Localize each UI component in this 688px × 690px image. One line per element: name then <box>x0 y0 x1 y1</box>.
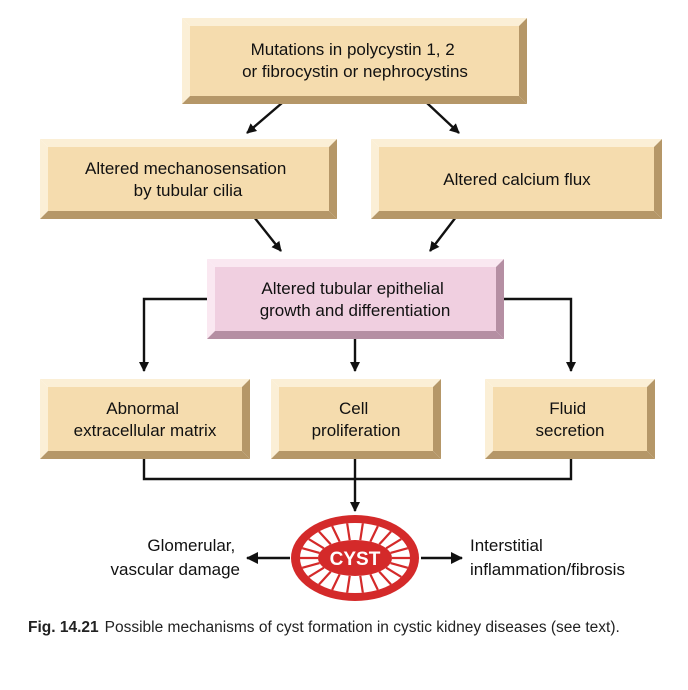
cyst-cell-segment <box>385 538 402 550</box>
box-secretion-line-2: secretion <box>536 421 605 440</box>
cyst-cell-segment <box>369 525 379 543</box>
box-matrix-line-1: Abnormal <box>106 399 179 418</box>
cyst-cell-segment <box>331 525 341 543</box>
figure-caption: Fig. 14.21 Possible mechanisms of cyst fo… <box>28 617 668 639</box>
box-calcium: Altered calcium flux <box>371 139 662 219</box>
box-secretion-text: Fluid secretion <box>536 399 605 440</box>
arrow-epithelial-to-secretion <box>498 297 576 372</box>
arrow-mutations-to-calcium <box>426 102 460 134</box>
cyst-cell-segment <box>346 575 351 593</box>
box-epithelial: Altered tubular epithelial growth and di… <box>207 259 504 339</box>
cyst-cell-ring <box>300 523 410 593</box>
outcome-right: Interstitial inflammation/fibrosis <box>470 536 625 579</box>
arrow-calcium-to-epithelial <box>429 216 457 252</box>
outcome-right-line-2: inflammation/fibrosis <box>470 560 625 579</box>
box-mutations: Mutations in polycystin 1, 2 or fibrocys… <box>182 18 527 104</box>
converge-line <box>142 459 573 481</box>
box-matrix-line-2: extracellular matrix <box>74 421 217 440</box>
cyst-cell-segment <box>369 573 379 591</box>
cyst-cell-segment <box>331 573 341 591</box>
cyst-cell-segment <box>378 530 392 546</box>
box-proliferation: Cell proliferation <box>271 379 441 459</box>
cyst-cell-segment <box>378 570 392 586</box>
box-mutations-line-1: Mutations in polycystin 1, 2 <box>251 40 455 59</box>
box-secretion: Fluid secretion <box>485 379 655 459</box>
cyst-cell-segment <box>301 547 320 554</box>
box-mutations-line-2: or fibrocystin or nephrocystins <box>242 62 468 81</box>
box-matrix: Abnormal extracellular matrix <box>40 379 250 459</box>
box-calcium-text: Altered calcium flux <box>443 170 591 189</box>
cyst-cell-segment <box>385 566 402 578</box>
cyst-label: CYST <box>330 549 381 570</box>
cyst-cell-segment <box>346 523 351 541</box>
cyst-cell-segment <box>308 538 325 550</box>
box-mechanosensation: Altered mechanosensation by tubular cili… <box>40 139 337 219</box>
box-calcium-line-1: Altered calcium flux <box>443 170 591 189</box>
figure-label: Fig. 14.21 <box>28 619 99 636</box>
box-proliferation-text: Cell proliferation <box>312 399 401 440</box>
figure-caption-text: Possible mechanisms of cyst formation in… <box>104 619 620 636</box>
cyst-cell-segment <box>308 566 325 578</box>
cyst-cell-segment <box>301 562 320 569</box>
box-proliferation-line-1: Cell <box>339 399 368 418</box>
cyst-icon: CYST <box>291 515 419 601</box>
box-mechanosensation-line-1: Altered mechanosensation <box>85 159 286 178</box>
box-epithelial-text: Altered tubular epithelial growth and di… <box>260 279 451 320</box>
arrow-mutations-to-mechanosensation <box>246 102 283 134</box>
box-secretion-line-1: Fluid <box>549 399 586 418</box>
arrow-epithelial-to-matrix <box>139 297 207 372</box>
box-epithelial-line-2: growth and differentiation <box>260 301 451 320</box>
cyst-cell-segment <box>390 562 409 569</box>
cyst-cell-segment <box>390 547 409 554</box>
arrow-mechanosensation-to-epithelial <box>253 216 282 252</box>
cyst-cell-segment <box>318 530 332 546</box>
outcome-left-line-1: Glomerular, <box>147 536 235 555</box>
cyst-cell-segment <box>359 523 364 541</box>
cyst-cell-segment <box>359 575 364 593</box>
connectors <box>139 102 576 564</box>
cyst-mechanism-diagram: Mutations in polycystin 1, 2 or fibrocys… <box>40 18 662 601</box>
outcome-left-line-2: vascular damage <box>111 560 240 579</box>
cyst-cell-segment <box>318 570 332 586</box>
box-mutations-text: Mutations in polycystin 1, 2 or fibrocys… <box>242 40 468 81</box>
box-mechanosensation-text: Altered mechanosensation by tubular cili… <box>85 159 291 200</box>
outcome-left: Glomerular, vascular damage <box>111 536 240 579</box>
outcome-right-line-1: Interstitial <box>470 536 543 555</box>
box-matrix-text: Abnormal extracellular matrix <box>74 399 217 440</box>
box-mechanosensation-line-2: by tubular cilia <box>134 181 243 200</box>
box-proliferation-line-2: proliferation <box>312 421 401 440</box>
box-epithelial-line-1: Altered tubular epithelial <box>261 279 443 298</box>
